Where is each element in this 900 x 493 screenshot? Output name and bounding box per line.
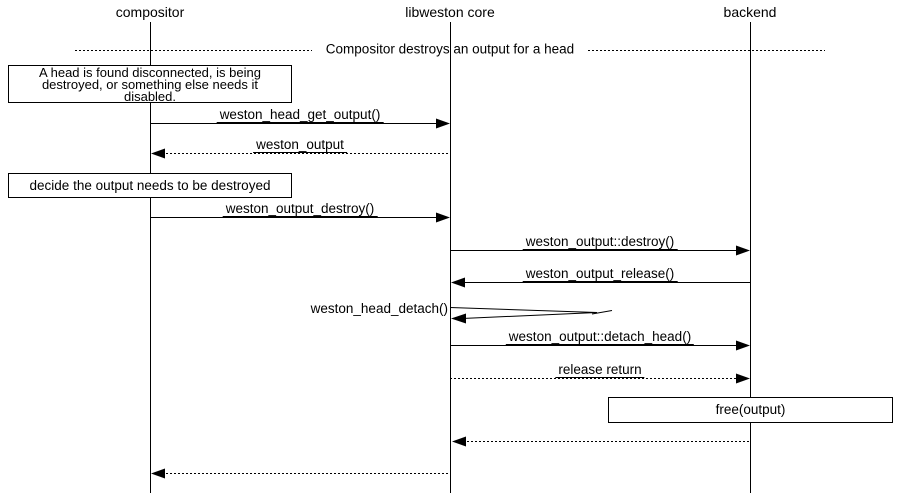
arrowhead xyxy=(736,340,750,351)
actor-label-libweston-core: libweston core xyxy=(405,4,495,20)
actor-label-compositor: compositor xyxy=(115,4,185,20)
msg-label-weston-output-destroy-vfunc: weston_output::destroy() xyxy=(522,234,678,250)
arrow-release-return xyxy=(450,373,750,384)
arrow-weston-head-get-output xyxy=(150,118,450,129)
arrow-weston-output-detach-head xyxy=(450,340,750,351)
msg-label-weston-output: weston_output xyxy=(253,137,347,153)
msg-label-weston-output-destroy: weston_output_destroy() xyxy=(222,201,378,217)
msg-label-release-return: release return xyxy=(555,362,645,378)
arrow-weston-output-return xyxy=(151,148,450,159)
arrowhead xyxy=(436,212,450,223)
arrow-weston-output-destroy xyxy=(150,212,450,223)
arrow-weston-output-release xyxy=(451,277,750,288)
arrow-weston-head-detach-self xyxy=(449,307,613,324)
self-arrow-tip-tick xyxy=(591,310,613,315)
msg-label-weston-head-get-output: weston_head_get_output() xyxy=(216,107,384,123)
arrow-weston-output-destroy-vfunc xyxy=(450,245,750,256)
note-decide-destroy: decide the output needs to be destroyed xyxy=(8,173,292,198)
msg-label-weston-output-detach-head: weston_output::detach_head() xyxy=(505,329,695,345)
actor-label-backend: backend xyxy=(723,4,777,20)
arrowhead xyxy=(436,118,450,129)
arrow-return-backend-to-core xyxy=(452,436,750,447)
note-head-disconnected: A head is found disconnected, is being d… xyxy=(8,65,292,103)
arrowhead xyxy=(451,277,465,288)
arrow-return-core-to-compositor xyxy=(151,468,450,479)
arrowhead xyxy=(736,373,750,384)
arrowhead xyxy=(451,313,466,324)
divider-label: Compositor destroys an output for a head xyxy=(325,41,575,57)
msg-label-weston-output-release: weston_output_release() xyxy=(522,266,678,282)
arrowhead xyxy=(452,436,466,447)
arrowhead xyxy=(151,468,165,479)
arrowhead xyxy=(151,148,165,159)
msg-label-weston-head-detach: weston_head_detach() xyxy=(310,301,448,316)
action-box-free-output: free(output) xyxy=(608,397,893,423)
arrowhead xyxy=(736,245,750,256)
